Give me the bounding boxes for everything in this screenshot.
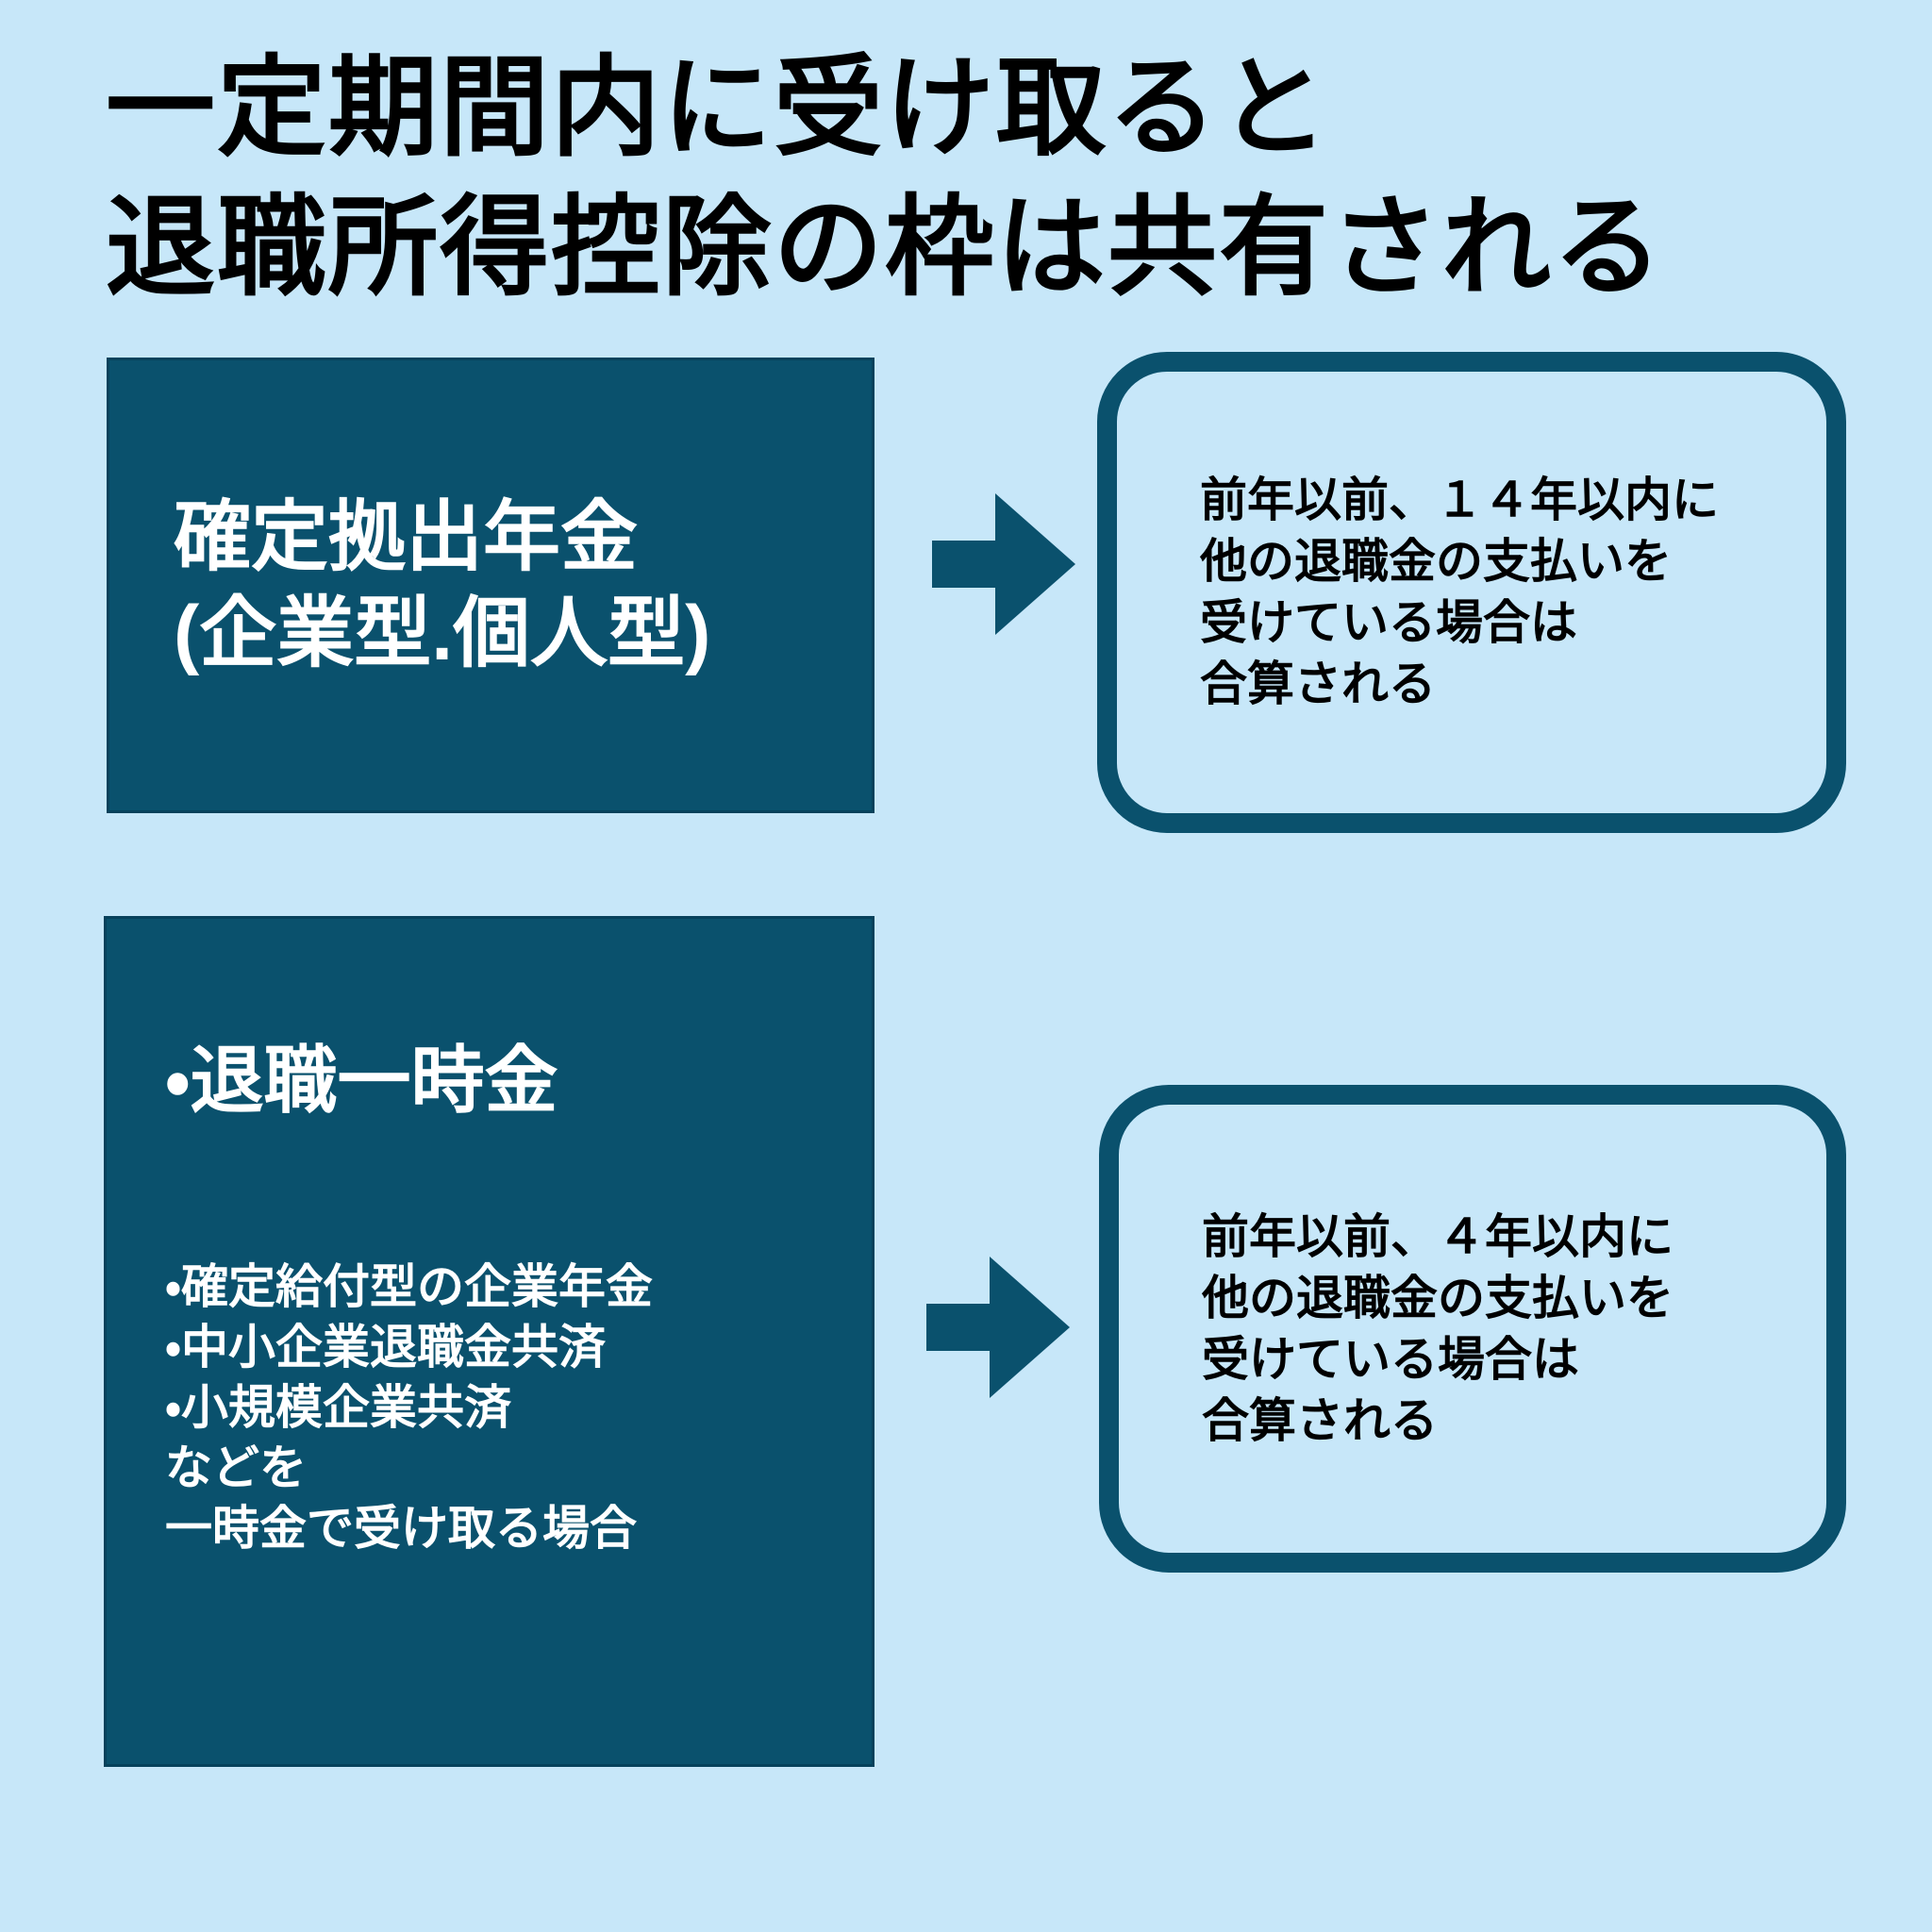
dc-pension-sublabel: (企業型.個人型)	[174, 590, 711, 676]
source-panel-dc-pension: 確定拠出年金 (企業型.個人型)	[107, 358, 874, 813]
list-item: ・中小企業退職金共済	[165, 1321, 606, 1374]
result-line: 前年以前、１４年以内に	[1200, 474, 1719, 526]
result-line: 他の退職金の支払いを	[1200, 535, 1672, 588]
list-item: 一時金で受け取る場合	[165, 1502, 637, 1555]
result-line: 受けている場合は	[1202, 1332, 1579, 1386]
result-line: 他の退職金の支払いを	[1202, 1271, 1674, 1324]
lump-sum-heading: ・退職一時金	[165, 1039, 558, 1122]
result-box-14-years: 前年以前、１４年以内に 他の退職金の支払いを 受けている場合は 合算される	[1097, 352, 1846, 833]
right-arrow-icon	[926, 1257, 1070, 1398]
result-box-4-years: 前年以前、４年以内に 他の退職金の支払いを 受けている場合は 合算される	[1099, 1085, 1846, 1573]
lump-sum-list: ・確定給付型の企業年金 ・中小企業退職金共済 ・小規模企業共済 などを 一時金で…	[165, 1257, 834, 1558]
page-title: 一定期間内に受け取ると 退職所得控除の枠は共有される	[106, 38, 1664, 317]
right-arrow-icon	[932, 493, 1075, 635]
list-item: などを	[165, 1441, 307, 1494]
dc-pension-label: 確定拠出年金	[174, 493, 639, 580]
result-line: 前年以前、４年以内に	[1202, 1209, 1674, 1263]
page-title-line-2: 退職所得控除の枠は共有される	[106, 186, 1664, 308]
result-line: 受けている場合は	[1200, 596, 1577, 649]
result-line: 合算される	[1202, 1393, 1438, 1447]
page-title-line-1: 一定期間内に受け取ると	[106, 46, 1330, 169]
result-line: 合算される	[1200, 658, 1436, 710]
list-item: ・小規模企業共済	[165, 1381, 511, 1434]
list-item: ・確定給付型の企業年金	[165, 1260, 653, 1313]
source-panel-lump-sum: ・退職一時金 ・確定給付型の企業年金 ・中小企業退職金共済 ・小規模企業共済 な…	[104, 916, 874, 1767]
